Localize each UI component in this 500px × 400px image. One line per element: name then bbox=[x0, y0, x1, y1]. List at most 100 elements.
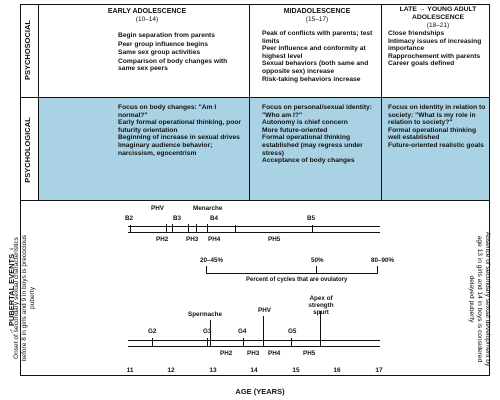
male-event-g5: G5 bbox=[288, 328, 297, 335]
stage-ages: (18–21) bbox=[426, 22, 450, 29]
timeline-tick bbox=[172, 224, 173, 233]
list-item: Peak of conflicts with parents; test lim… bbox=[262, 30, 373, 45]
row-divider bbox=[20, 200, 490, 202]
stage-header-mid: MIDADOLESCENCE (15–17) bbox=[262, 8, 372, 24]
female-breast-timeline bbox=[128, 226, 380, 228]
stage-title: MIDADOLESCENCE bbox=[283, 8, 351, 15]
male-event-ph2: PH2 bbox=[220, 350, 233, 357]
psychosocial-list-mid: Peak of conflicts with parents; test lim… bbox=[262, 30, 378, 83]
psychological-list-early: Focus on body changes: "Am I normal?" Ea… bbox=[118, 104, 244, 157]
axis-tick-label: 14 bbox=[250, 367, 258, 374]
ovulatory-tick bbox=[206, 266, 207, 274]
male-event-ph5: PH5 bbox=[303, 350, 316, 357]
stage-ages: (10–14) bbox=[135, 16, 159, 23]
label-column-divider bbox=[38, 4, 40, 200]
list-item: Formal operational thinking established … bbox=[262, 134, 363, 157]
axis-tick-label: 13 bbox=[209, 367, 217, 374]
delayed-puberty-note: Absence of secondary sexual development … bbox=[468, 231, 491, 367]
female-event-ph4: PH4 bbox=[208, 236, 221, 243]
female-event-phv: PHV bbox=[151, 205, 164, 212]
axis-tick-label: 15 bbox=[292, 367, 300, 374]
list-item: Close friendships bbox=[388, 30, 445, 37]
psychosocial-list-early: Begin separation from parents Peer group… bbox=[118, 32, 242, 73]
stage-ages: (15–17) bbox=[305, 16, 329, 23]
chart-frame bbox=[20, 4, 490, 376]
ovulatory-tick bbox=[377, 266, 378, 274]
timeline-tick bbox=[196, 224, 197, 233]
list-item: Beginning of increase in sexual drives bbox=[118, 134, 240, 142]
stage-header-early: EARLY ADOLESCENCE (10–14) bbox=[92, 8, 202, 24]
timeline-tick bbox=[235, 225, 236, 233]
female-event-b2: B2 bbox=[125, 215, 134, 222]
axis-tick-label: 11 bbox=[126, 367, 134, 374]
list-item: Intimacy issues of increasing importance bbox=[388, 37, 482, 53]
psychosocial-row-label: PSYCHOSOCIAL bbox=[23, 20, 32, 81]
male-event-ph3: PH3 bbox=[247, 350, 260, 357]
female-event-b3: B3 bbox=[173, 215, 182, 222]
list-item: Comparison of body changes with same sex… bbox=[118, 57, 228, 73]
psychosocial-list-late: Close friendships Intimacy issues of inc… bbox=[388, 30, 486, 68]
stage-divider bbox=[249, 4, 251, 200]
timeline-tick bbox=[312, 225, 313, 233]
list-item: Focus on identity in relation to society… bbox=[388, 104, 486, 127]
timeline-tick bbox=[188, 224, 189, 233]
male-event-g2: G2 bbox=[148, 328, 157, 335]
timeline-tick bbox=[291, 338, 292, 347]
list-item: Sexual behaviors (both same and opposite… bbox=[262, 60, 369, 75]
list-item: Focus on personal/sexual identity: "Who … bbox=[262, 104, 372, 119]
list-item: Career goals defined bbox=[388, 60, 455, 68]
list-item: Acceptance of body changes bbox=[262, 157, 355, 165]
timeline-tick bbox=[263, 316, 264, 347]
list-item: Rapprochement with parents bbox=[388, 52, 481, 60]
ovulatory-timeline bbox=[206, 273, 377, 275]
timeline-tick bbox=[166, 224, 167, 233]
list-item: Focus on body changes: "Am I normal?" bbox=[118, 104, 217, 119]
timeline-tick bbox=[320, 311, 321, 347]
stage-title: LATE → YOUNG ADULT ADOLESCENCE bbox=[399, 6, 477, 21]
timeline-tick bbox=[210, 320, 211, 347]
ovulatory-high-value: 80–90% bbox=[371, 257, 395, 264]
ovulatory-low-value: 20–45% bbox=[200, 257, 224, 264]
list-item: Autonomy is chief concern bbox=[262, 119, 348, 127]
list-item: Imaginary audience behavior; narcissism,… bbox=[118, 141, 213, 157]
ovulatory-tick bbox=[316, 266, 317, 274]
list-item: Peer group influence begins bbox=[118, 40, 208, 48]
psychological-band bbox=[38, 98, 489, 200]
psychological-row-label: PSYCHOLOGICAL bbox=[23, 117, 32, 183]
male-event-spermache: Spermache bbox=[188, 311, 222, 318]
list-item: More future-oriented bbox=[262, 126, 328, 134]
timeline-tick bbox=[207, 338, 208, 347]
female-event-b4: B4 bbox=[210, 215, 219, 222]
female-event-ph5: PH5 bbox=[268, 236, 281, 243]
list-item: Future-oriented realistic goals bbox=[388, 141, 484, 149]
axis-tick-label: 17 bbox=[375, 367, 383, 374]
timeline-tick bbox=[207, 224, 208, 233]
female-event-ph2: PH2 bbox=[156, 236, 169, 243]
stage-header-late: LATE → YOUNG ADULT ADOLESCENCE (18–21) bbox=[390, 6, 486, 30]
male-pubic-hair-timeline bbox=[128, 346, 380, 348]
x-axis-title: AGE (YEARS) bbox=[235, 387, 285, 396]
timeline-tick bbox=[243, 338, 244, 347]
female-pubic-hair-timeline bbox=[128, 232, 380, 234]
row-divider bbox=[20, 97, 490, 99]
list-item: Early formal operational thinking, poor … bbox=[118, 119, 241, 134]
list-item: Begin separation from parents bbox=[118, 32, 215, 39]
list-item: Risk-taking behaviors increase bbox=[262, 75, 361, 83]
list-item: Formal operational thinking well establi… bbox=[388, 126, 477, 142]
female-event-b5: B5 bbox=[307, 215, 316, 222]
male-event-g3: G3 bbox=[203, 328, 212, 335]
timeline-tick bbox=[152, 338, 153, 347]
male-event-apex-strength: Apex of strength spurt bbox=[308, 295, 334, 316]
stage-divider bbox=[381, 4, 383, 200]
male-event-ph4: PH4 bbox=[268, 350, 281, 357]
timeline-tick bbox=[130, 225, 131, 233]
precocious-puberty-note: Onset of secondary sexual characteristic… bbox=[13, 234, 36, 362]
ovulatory-mid-value: 50% bbox=[311, 257, 324, 264]
list-item: Same sex group activities bbox=[118, 49, 201, 57]
psychological-list-late: Focus on identity in relation to society… bbox=[388, 104, 486, 150]
male-event-phv: PHV bbox=[258, 307, 271, 314]
male-genital-timeline bbox=[128, 340, 380, 342]
female-event-ph3: PH3 bbox=[186, 236, 199, 243]
axis-tick-label: 12 bbox=[167, 367, 175, 374]
stage-title: EARLY ADOLESCENCE bbox=[107, 8, 187, 15]
